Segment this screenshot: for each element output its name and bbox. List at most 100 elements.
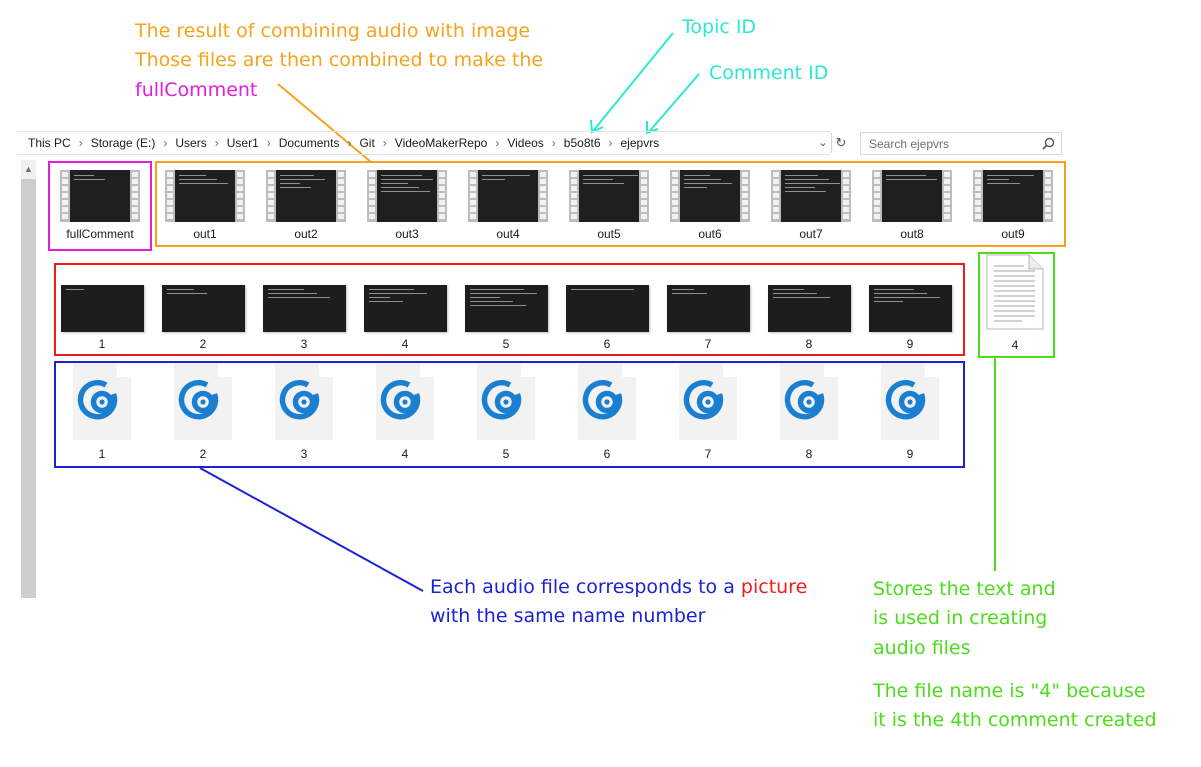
text-note-line-4: The file name is "4" because [873,680,1146,702]
breadcrumb-user1[interactable]: User1 [226,136,259,150]
image-thumbnail [869,285,952,332]
audio-file[interactable]: 3 [256,363,352,461]
audio-note-line [199,467,424,592]
audio-file[interactable]: 8 [761,363,857,461]
file-name: 8 [805,447,813,461]
image-file[interactable]: 9 [862,285,958,351]
image-file[interactable]: 6 [559,285,655,351]
image-file[interactable]: 3 [256,285,352,351]
video-file[interactable]: out3 [359,170,455,242]
audio-file[interactable]: 2 [155,363,251,461]
video-thumbnail [569,170,649,222]
file-name: out8 [900,227,924,241]
image-file[interactable]: 2 [155,285,251,351]
image-thumbnail [263,285,346,332]
breadcrumb-separator[interactable]: › [495,136,500,150]
breadcrumb-documents[interactable]: Documents [278,136,340,150]
audio-file[interactable]: 9 [862,363,958,461]
audio-file[interactable]: 6 [559,363,655,461]
topic-id-note: Topic ID [682,16,757,38]
video-file[interactable]: out4 [460,170,556,242]
scroll-up-arrow-icon[interactable]: ▲ [24,164,33,174]
breadcrumb-comment[interactable]: ejepvrs [620,136,660,150]
file-name: out4 [496,227,520,241]
video-file[interactable]: out2 [258,170,354,242]
audio-note-text-b: picture [740,576,808,598]
film-strip-icon [1043,170,1053,222]
search-input[interactable]: Search ejepvrs [860,132,1062,155]
breadcrumb-topic[interactable]: b5o8t6 [563,136,601,150]
image-file[interactable]: 8 [761,285,857,351]
film-strip-icon [468,170,478,222]
chevron-down-icon[interactable]: ⌄ [818,137,828,149]
image-thumbnail [465,285,548,332]
comment-id-arrow [647,73,700,134]
image-file[interactable]: 5 [458,285,554,351]
video-file[interactable]: fullComment [52,170,148,242]
film-strip-icon [336,170,346,222]
breadcrumb-videos[interactable]: Videos [507,136,544,150]
breadcrumb-separator[interactable]: › [214,136,219,150]
breadcrumb-users[interactable]: Users [175,136,207,150]
video-frame [680,170,740,222]
video-thumbnail [367,170,447,222]
text-note-line-2: is used in creating [873,607,1048,629]
audio-file-icon [174,363,232,440]
audio-file-icon [73,363,131,440]
film-strip-icon [740,170,750,222]
film-strip-icon [437,170,447,222]
file-name: 4 [401,447,409,461]
breadcrumb-separator[interactable]: › [163,136,168,150]
breadcrumb-videomakerrepo[interactable]: VideoMakerRepo [394,136,488,150]
audio-file[interactable]: 5 [458,363,554,461]
scroll-thumb[interactable] [21,179,36,598]
film-strip-icon [130,170,140,222]
video-thumbnail [670,170,750,222]
address-bar[interactable]: This PC › Storage (E:) › Users › User1 › Doc… [17,131,830,155]
vertical-scrollbar[interactable]: ▲ [21,160,36,598]
breadcrumb-this-pc[interactable]: This PC [28,136,71,150]
video-files-highlight-box [155,161,1066,247]
breadcrumb-separator[interactable]: › [608,136,613,150]
text-document-icon [986,254,1044,330]
audio-file[interactable]: 7 [660,363,756,461]
video-file[interactable]: out1 [157,170,253,242]
video-file[interactable]: out8 [864,170,960,242]
audio-file[interactable]: 1 [54,363,150,461]
video-frame [276,170,336,222]
video-file[interactable]: out6 [662,170,758,242]
breadcrumb-separator[interactable]: › [266,136,271,150]
video-thumbnail [266,170,346,222]
file-name: out2 [294,227,318,241]
video-file[interactable]: out5 [561,170,657,242]
file-name: 5 [502,447,510,461]
breadcrumb-separator[interactable]: › [347,136,352,150]
text-file[interactable]: 4 [967,254,1063,354]
audio-files-highlight-box [54,361,965,468]
video-file[interactable]: out7 [763,170,859,242]
image-file[interactable]: 7 [660,285,756,351]
file-name: 7 [704,337,712,351]
film-strip-icon [771,170,781,222]
breadcrumb-storage[interactable]: Storage (E:) [90,136,156,150]
breadcrumb-separator[interactable]: › [551,136,556,150]
video-frame [882,170,942,222]
audio-file[interactable]: 4 [357,363,453,461]
image-files-highlight-box [54,263,965,356]
video-thumbnail [165,170,245,222]
file-name: out5 [597,227,621,241]
video-frame [983,170,1043,222]
result-note-line-1: The result of combining audio with image [135,20,531,42]
breadcrumb-separator[interactable]: › [382,136,387,150]
breadcrumb-separator[interactable]: › [78,136,83,150]
search-placeholder: Search ejepvrs [869,137,950,151]
image-thumbnail [768,285,851,332]
refresh-icon[interactable]: ↻ [831,133,850,153]
image-file[interactable]: 1 [54,285,150,351]
file-name: 5 [502,337,510,351]
image-file[interactable]: 4 [357,285,453,351]
search-icon[interactable] [1042,137,1055,150]
breadcrumb-git[interactable]: Git [359,136,375,150]
video-file[interactable]: out9 [965,170,1061,242]
file-name: 6 [603,447,611,461]
